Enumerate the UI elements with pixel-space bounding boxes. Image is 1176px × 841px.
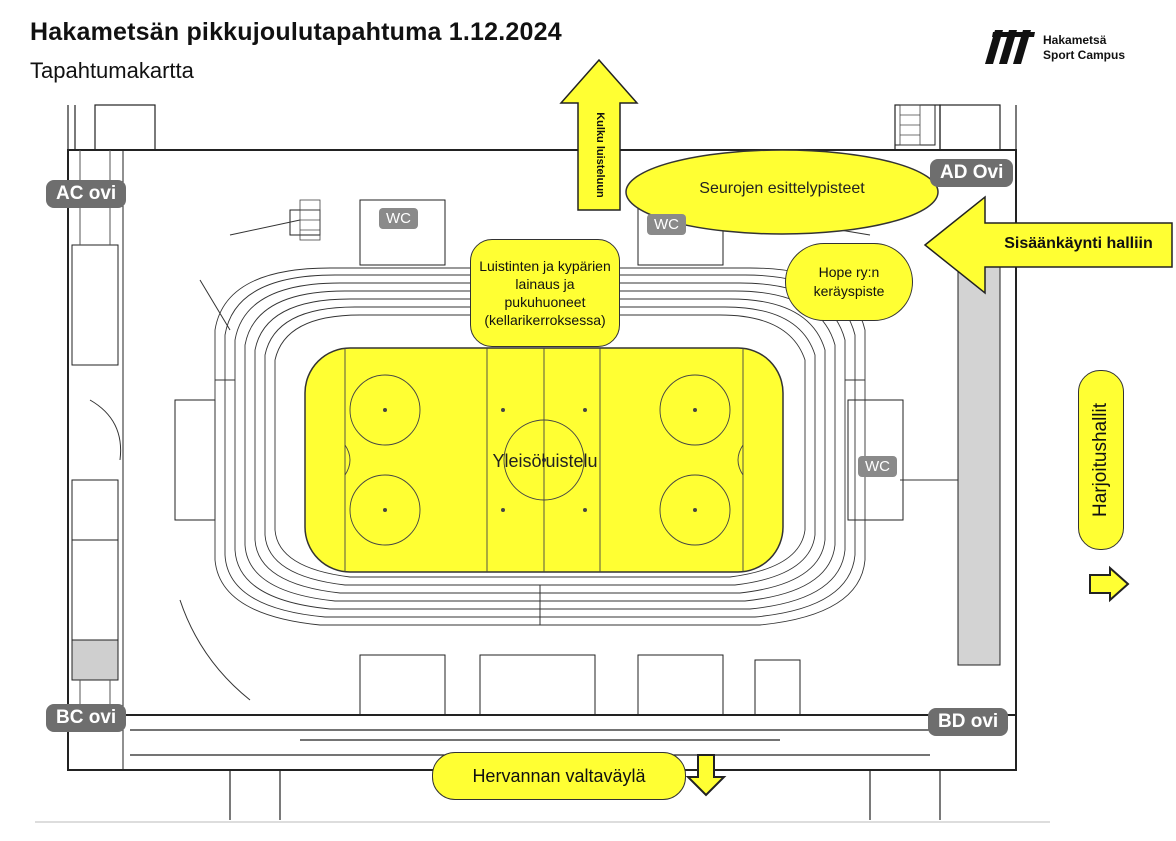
seurojen-area — [625, 149, 939, 235]
wc-badge-1: WC — [379, 208, 418, 229]
sisaan-label: Sisäänkäynti halliin — [1004, 235, 1153, 252]
door-ad: AD Ovi — [930, 159, 1014, 187]
logo-text-line2: Sport Campus — [1043, 48, 1126, 62]
hope-label: Hope ry:n keräyspiste — [813, 264, 885, 299]
logo-text-line1: Hakametsä — [1043, 33, 1107, 47]
luistinten-area: Luistinten ja kypärien lainaus ja pukuhu… — [470, 239, 620, 347]
door-bd: BD ovi — [928, 708, 1009, 736]
page-title: Hakametsän pikkujoulutapahtuma 1.12.2024 — [30, 18, 562, 46]
kulku-arrow-icon — [559, 58, 639, 211]
page-subtitle: Tapahtumakartta — [30, 58, 194, 83]
logo-mark-icon — [985, 30, 1035, 64]
hakametsa-logo: Hakametsä Sport Campus — [985, 30, 1155, 66]
hervannan-label: Hervannan valtaväylä — [472, 765, 646, 786]
harjoitushallit-label: Harjoitushallit — [1090, 402, 1111, 518]
harjoitushallit-arrow-icon — [1089, 565, 1130, 603]
rink-label: Yleisöluistelu — [492, 451, 598, 471]
wc-badge-2: WC — [647, 214, 686, 235]
hervannan-area: Hervannan valtaväylä — [432, 752, 686, 800]
door-bc: BC ovi — [46, 704, 127, 732]
door-ac: AC ovi — [46, 180, 127, 208]
hope-area: Hope ry:n keräyspiste — [785, 243, 913, 321]
down-arrow-icon — [685, 754, 727, 797]
kulku-label: Kulku luisteluun — [594, 112, 606, 198]
seurojen-label: Seurojen esittelypisteet — [699, 180, 865, 197]
entrance-arrow-icon — [923, 195, 1173, 295]
wc-badge-3: WC — [858, 456, 897, 477]
luistinten-label: Luistinten ja kypärien lainaus ja pukuhu… — [479, 258, 611, 328]
harjoitushallit-area: Harjoitushallit — [1078, 370, 1124, 550]
